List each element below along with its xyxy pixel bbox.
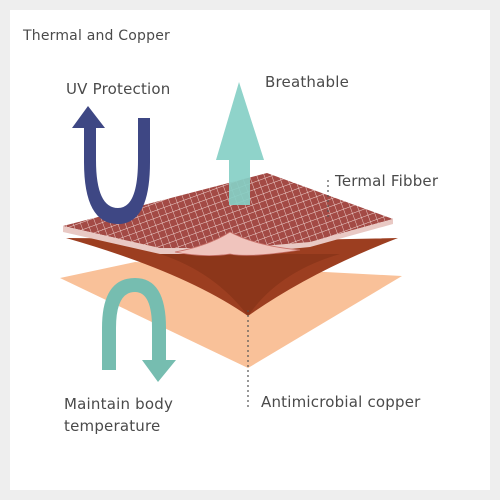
uv-protection-arrow: [72, 106, 150, 224]
layer-diagram: [60, 82, 402, 408]
maintain-label-line1: Maintain body: [64, 395, 174, 413]
thermal-fiber-edge: [63, 219, 393, 254]
maintain-temperature-arrow: [102, 278, 176, 382]
copper-layer-shade: [160, 254, 340, 316]
mesh-tear: [174, 231, 301, 256]
breathable-arrow: [216, 82, 264, 205]
diagram-frame: Thermal and Copper UV Protection Breatha…: [10, 10, 490, 490]
antimicrobial-copper-label: Antimicrobial copper: [261, 393, 421, 411]
thermal-fiber-layer: [63, 173, 393, 248]
termal-fibber-label: Termal Fibber: [335, 172, 439, 190]
uv-protection-label: UV Protection: [66, 80, 171, 98]
maintain-temperature-label: Maintain body temperature: [64, 393, 173, 437]
page-title: Thermal and Copper: [23, 28, 170, 44]
maintain-label-line2: temperature: [64, 417, 161, 435]
breathable-label: Breathable: [265, 73, 350, 91]
